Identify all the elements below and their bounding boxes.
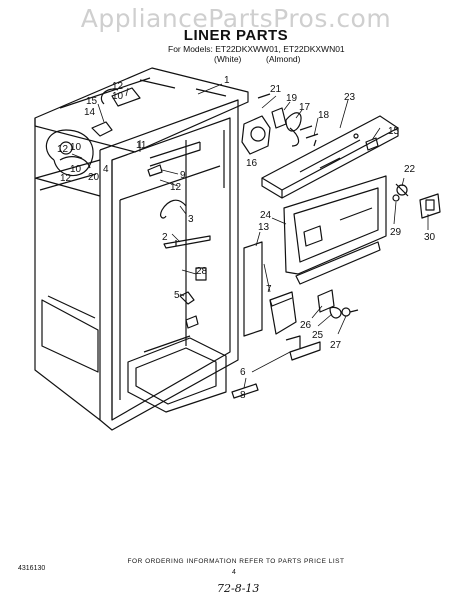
color-white: (White)	[214, 54, 242, 64]
small-parts	[147, 164, 211, 329]
callout-12-d: 12	[170, 182, 182, 193]
light-fixture-parts	[317, 289, 359, 319]
upper-components	[45, 87, 141, 177]
callout-2: 2	[162, 232, 168, 243]
document-number: 4316130	[18, 565, 46, 572]
watermark: AppliancePartsPros.com	[80, 4, 392, 33]
callout-18: 18	[318, 110, 330, 121]
leader-lines	[71, 83, 429, 389]
part-6-8-trim	[231, 335, 321, 399]
callout-8: 8	[240, 390, 246, 401]
callout-14: 14	[84, 107, 96, 118]
callout-12-a: 12	[112, 81, 124, 92]
ordering-info: FOR ORDERING INFORMATION REFER TO PARTS …	[127, 558, 345, 565]
callout-21: 21	[270, 84, 282, 95]
callout-27: 27	[330, 340, 342, 351]
part-23-cover	[261, 115, 399, 199]
callout-3: 3	[188, 214, 194, 225]
callout-23: 23	[344, 92, 356, 103]
models-line: For Models: ET22DKXWW01, ET22DKXWN01	[168, 44, 345, 54]
callout-7: 7	[266, 284, 272, 295]
callout-30: 30	[424, 232, 436, 243]
callout-1: 1	[224, 75, 230, 86]
callout-10-c: 10	[70, 164, 82, 175]
callout-numbers: 1 2 3 4 5 6 7 8 9 10 10 10 11 12 12 12 1…	[57, 75, 436, 401]
part-24-panel	[283, 175, 387, 285]
callout-19: 19	[286, 93, 298, 104]
callout-12-b: 12	[57, 144, 69, 155]
page-number: 4	[232, 569, 236, 576]
callout-10-b: 10	[70, 142, 82, 153]
callout-26: 26	[300, 320, 312, 331]
page-title: LINER PARTS	[183, 27, 289, 44]
part-13-strip	[243, 241, 263, 337]
liner-cabinet	[34, 67, 249, 431]
part-7-flap	[269, 291, 297, 335]
fan-motor-assembly	[241, 93, 319, 155]
callout-10-a: 10	[112, 91, 124, 102]
callout-28: 28	[196, 266, 208, 277]
callout-16: 16	[246, 158, 258, 169]
callout-22: 22	[404, 164, 416, 175]
callout-24: 24	[260, 210, 272, 221]
handwritten-note: 72-8-13	[217, 582, 260, 595]
callout-13: 13	[258, 222, 270, 233]
callout-6: 6	[240, 367, 246, 378]
callout-4: 4	[103, 164, 109, 175]
callout-9: 9	[180, 170, 186, 181]
callout-17: 17	[299, 102, 311, 113]
callout-15-a: 15	[86, 96, 98, 107]
callout-25: 25	[312, 330, 324, 341]
control-knob-parts	[392, 183, 441, 219]
callout-20: 20	[88, 172, 100, 183]
callout-12-c: 12	[60, 173, 72, 184]
color-almond: (Almond)	[266, 54, 301, 64]
callout-29: 29	[390, 227, 402, 238]
callout-11: 11	[136, 140, 147, 151]
callout-15-b: 15	[388, 126, 400, 137]
callout-5: 5	[174, 290, 180, 301]
